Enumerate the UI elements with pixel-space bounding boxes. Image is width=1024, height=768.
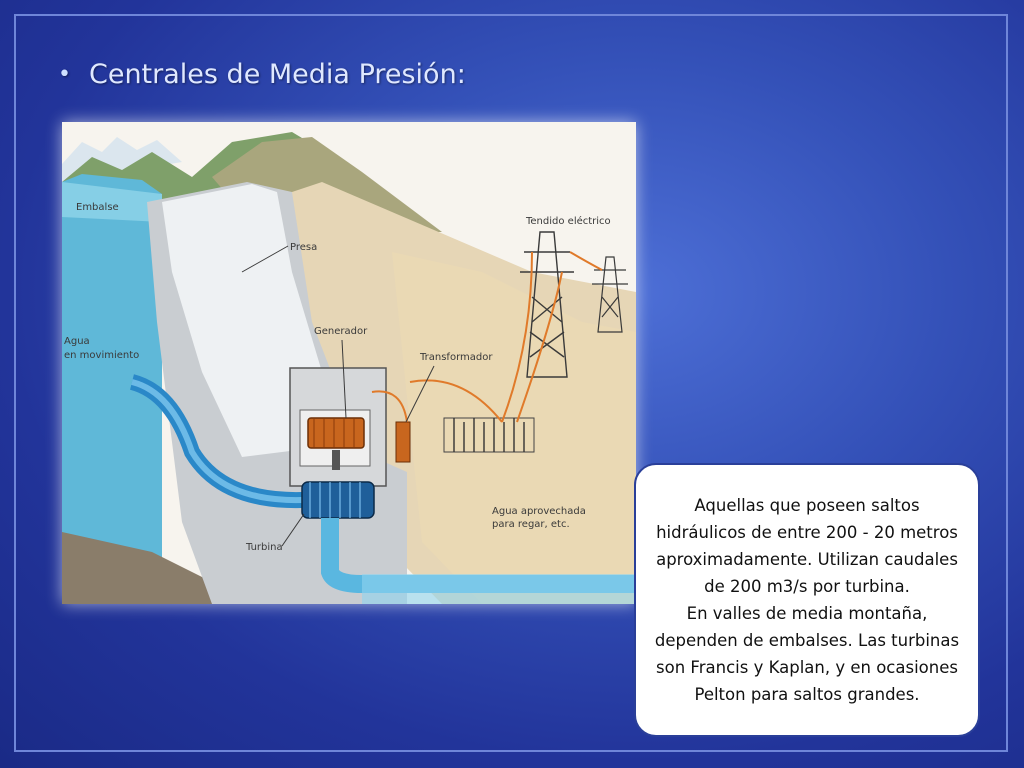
tailrace: [321, 518, 636, 593]
diagram-label-tendido: Tendido eléctrico: [525, 215, 611, 227]
description-callout: Aquellas que poseen saltos hidráulicos d…: [634, 463, 980, 737]
slide-title-text: Centrales de Media Presión:: [88, 58, 466, 90]
transmission-tower-2: [592, 256, 628, 333]
diagram-label-presa: Presa: [290, 242, 317, 253]
reservoir-surface: [62, 182, 162, 222]
callout-paragraph-2: En valles de media montaña, dependen de …: [654, 604, 960, 704]
diagram-label-embalse: Embalse: [76, 202, 119, 213]
transmission-tower-1: [520, 231, 574, 378]
transformer-unit: [395, 421, 411, 463]
power-cables: [371, 251, 603, 423]
callout-paragraph-1: Aquellas que poseen saltos hidráulicos d…: [656, 496, 958, 596]
slide-title: • Centrales de Media Presión:: [58, 52, 466, 96]
bullet-glyph: •: [58, 61, 71, 87]
diagram-label-agua-mov-2: en movimiento: [64, 350, 139, 361]
reservoir-water: [62, 174, 162, 604]
diagram-label-turbina: Turbina: [245, 542, 283, 553]
shaft: [332, 450, 340, 470]
hydro-plant-diagram: Embalse Presa Tendido eléctrico Generado…: [62, 122, 636, 604]
diagram-label-agua-mov-1: Agua: [64, 336, 90, 347]
diagram-label-generador: Generador: [314, 326, 368, 337]
diagram-label-agua-aprov-2: para regar, etc.: [492, 519, 570, 530]
turbine: [301, 481, 375, 519]
substation: [443, 417, 535, 453]
diagram-label-transformador: Transformador: [419, 352, 493, 363]
diagram-label-agua-aprov-1: Agua aprovechada: [492, 506, 586, 517]
generator: [307, 417, 365, 449]
slide-frame: [14, 14, 1008, 752]
